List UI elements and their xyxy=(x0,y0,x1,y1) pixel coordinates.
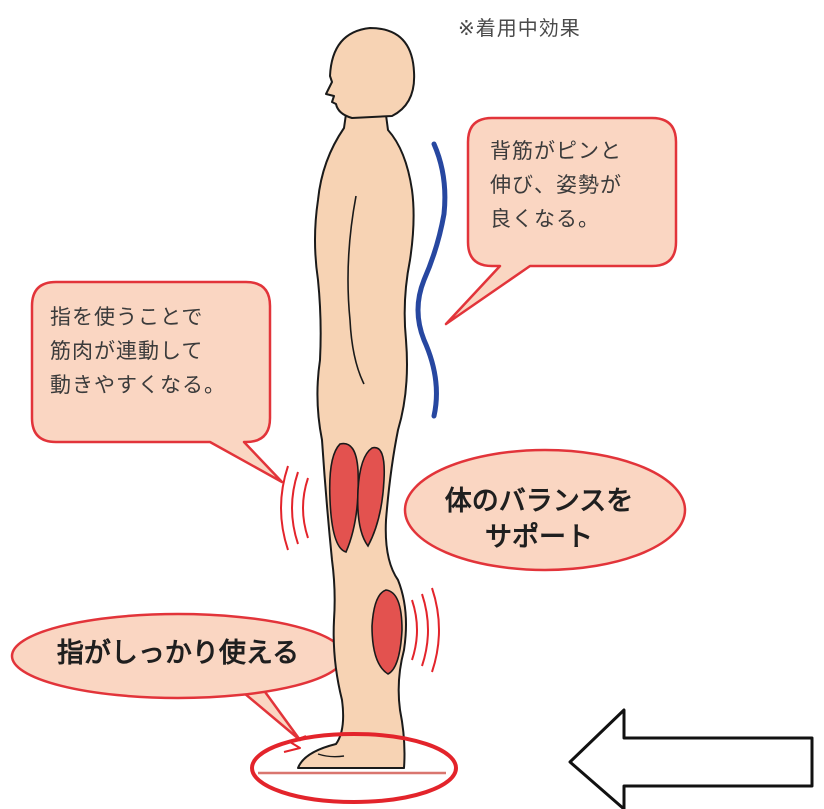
left-arrow-icon xyxy=(570,710,812,809)
muscle-line: 筋肉が連動して xyxy=(50,334,226,368)
muscle-callout-text: 指を使うことで 筋肉が連動して 動きやすくなる。 xyxy=(50,300,226,402)
vibration-arcs xyxy=(281,466,308,550)
effect-note: ※着用中効果 xyxy=(458,12,581,41)
balance-line: サポート xyxy=(424,520,654,556)
posture-line: 伸び、姿勢が xyxy=(490,168,622,202)
balance-callout-text: 体のバランスを サポート xyxy=(424,484,654,556)
muscle-line: 指を使うことで xyxy=(50,300,226,334)
posture-line: 良くなる。 xyxy=(490,202,622,236)
toes-callout-text: 指がしっかり使える xyxy=(26,636,330,672)
toes-bubble xyxy=(12,614,344,740)
muscle-line: 動きやすくなる。 xyxy=(50,368,226,402)
posture-line: 背筋がピンと xyxy=(490,134,622,168)
spine-curve-line xyxy=(418,144,445,416)
vibration-arcs-calf xyxy=(412,588,439,672)
balance-line: 体のバランスを xyxy=(424,484,654,520)
posture-callout-text: 背筋がピンと 伸び、姿勢が 良くなる。 xyxy=(490,134,622,236)
